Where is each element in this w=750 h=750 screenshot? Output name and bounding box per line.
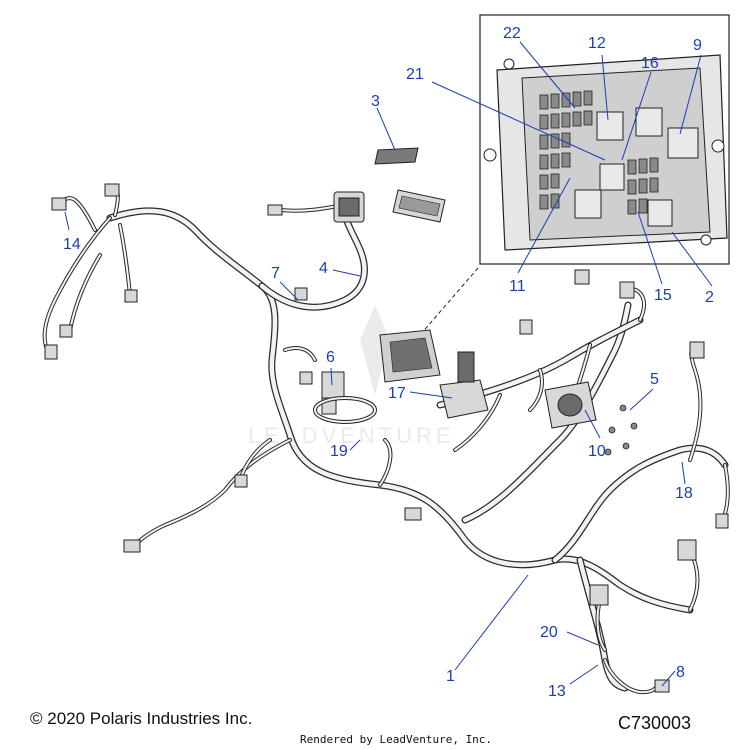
- bracket-part-6: [321, 371, 345, 399]
- loop-part-19: [313, 396, 377, 424]
- callout-21: 21: [406, 66, 424, 83]
- callout-labels: 1 2 3 4 5 6 7 8 9 10 11 12 13 14 15 16 1…: [63, 25, 714, 700]
- callout-22: 22: [503, 25, 521, 42]
- connectors: [44, 183, 729, 693]
- callout-2: 2: [705, 289, 714, 306]
- fuse-box-inner: [521, 67, 711, 241]
- copyright-text: © 2020 Polaris Industries Inc.: [30, 709, 253, 728]
- fuse-block: [379, 329, 441, 383]
- render-credit: Rendered by LeadVenture, Inc.: [300, 733, 493, 746]
- leader-lines: [64, 41, 713, 687]
- fasteners-part-5: [604, 404, 638, 456]
- callout-10: 10: [588, 443, 606, 460]
- callout-3: 3: [371, 93, 380, 110]
- mount-hole: [483, 148, 497, 162]
- callout-16: 16: [641, 55, 659, 72]
- callout-1: 1: [446, 668, 455, 685]
- callout-19: 19: [330, 443, 348, 460]
- junction-part-17: [439, 351, 489, 419]
- mount-hole: [700, 234, 712, 246]
- callout-17: 17: [388, 385, 406, 402]
- callout-9: 9: [693, 37, 702, 54]
- diagram-id: C730003: [618, 713, 692, 733]
- grommet-plate-part-10: [544, 381, 597, 429]
- fuse-grid: [539, 90, 659, 215]
- callout-8: 8: [676, 664, 685, 681]
- callout-6: 6: [326, 349, 335, 366]
- inset-dashed-leader: [419, 267, 479, 336]
- relays: [574, 107, 699, 227]
- mount-hole: [711, 139, 725, 153]
- callout-15: 15: [654, 287, 672, 304]
- callout-13: 13: [548, 683, 566, 700]
- callout-11: 11: [509, 278, 526, 295]
- callout-20: 20: [540, 624, 558, 641]
- callout-4: 4: [319, 260, 328, 277]
- label-part-3: [374, 147, 419, 165]
- callout-18: 18: [675, 485, 693, 502]
- mount-hole: [503, 58, 515, 70]
- callout-14: 14: [63, 236, 81, 253]
- callout-12: 12: [588, 35, 606, 52]
- fuse-box-cover: [392, 189, 446, 223]
- callout-5: 5: [650, 371, 659, 388]
- callout-7: 7: [271, 265, 280, 282]
- fuse-box-inset: [479, 14, 730, 265]
